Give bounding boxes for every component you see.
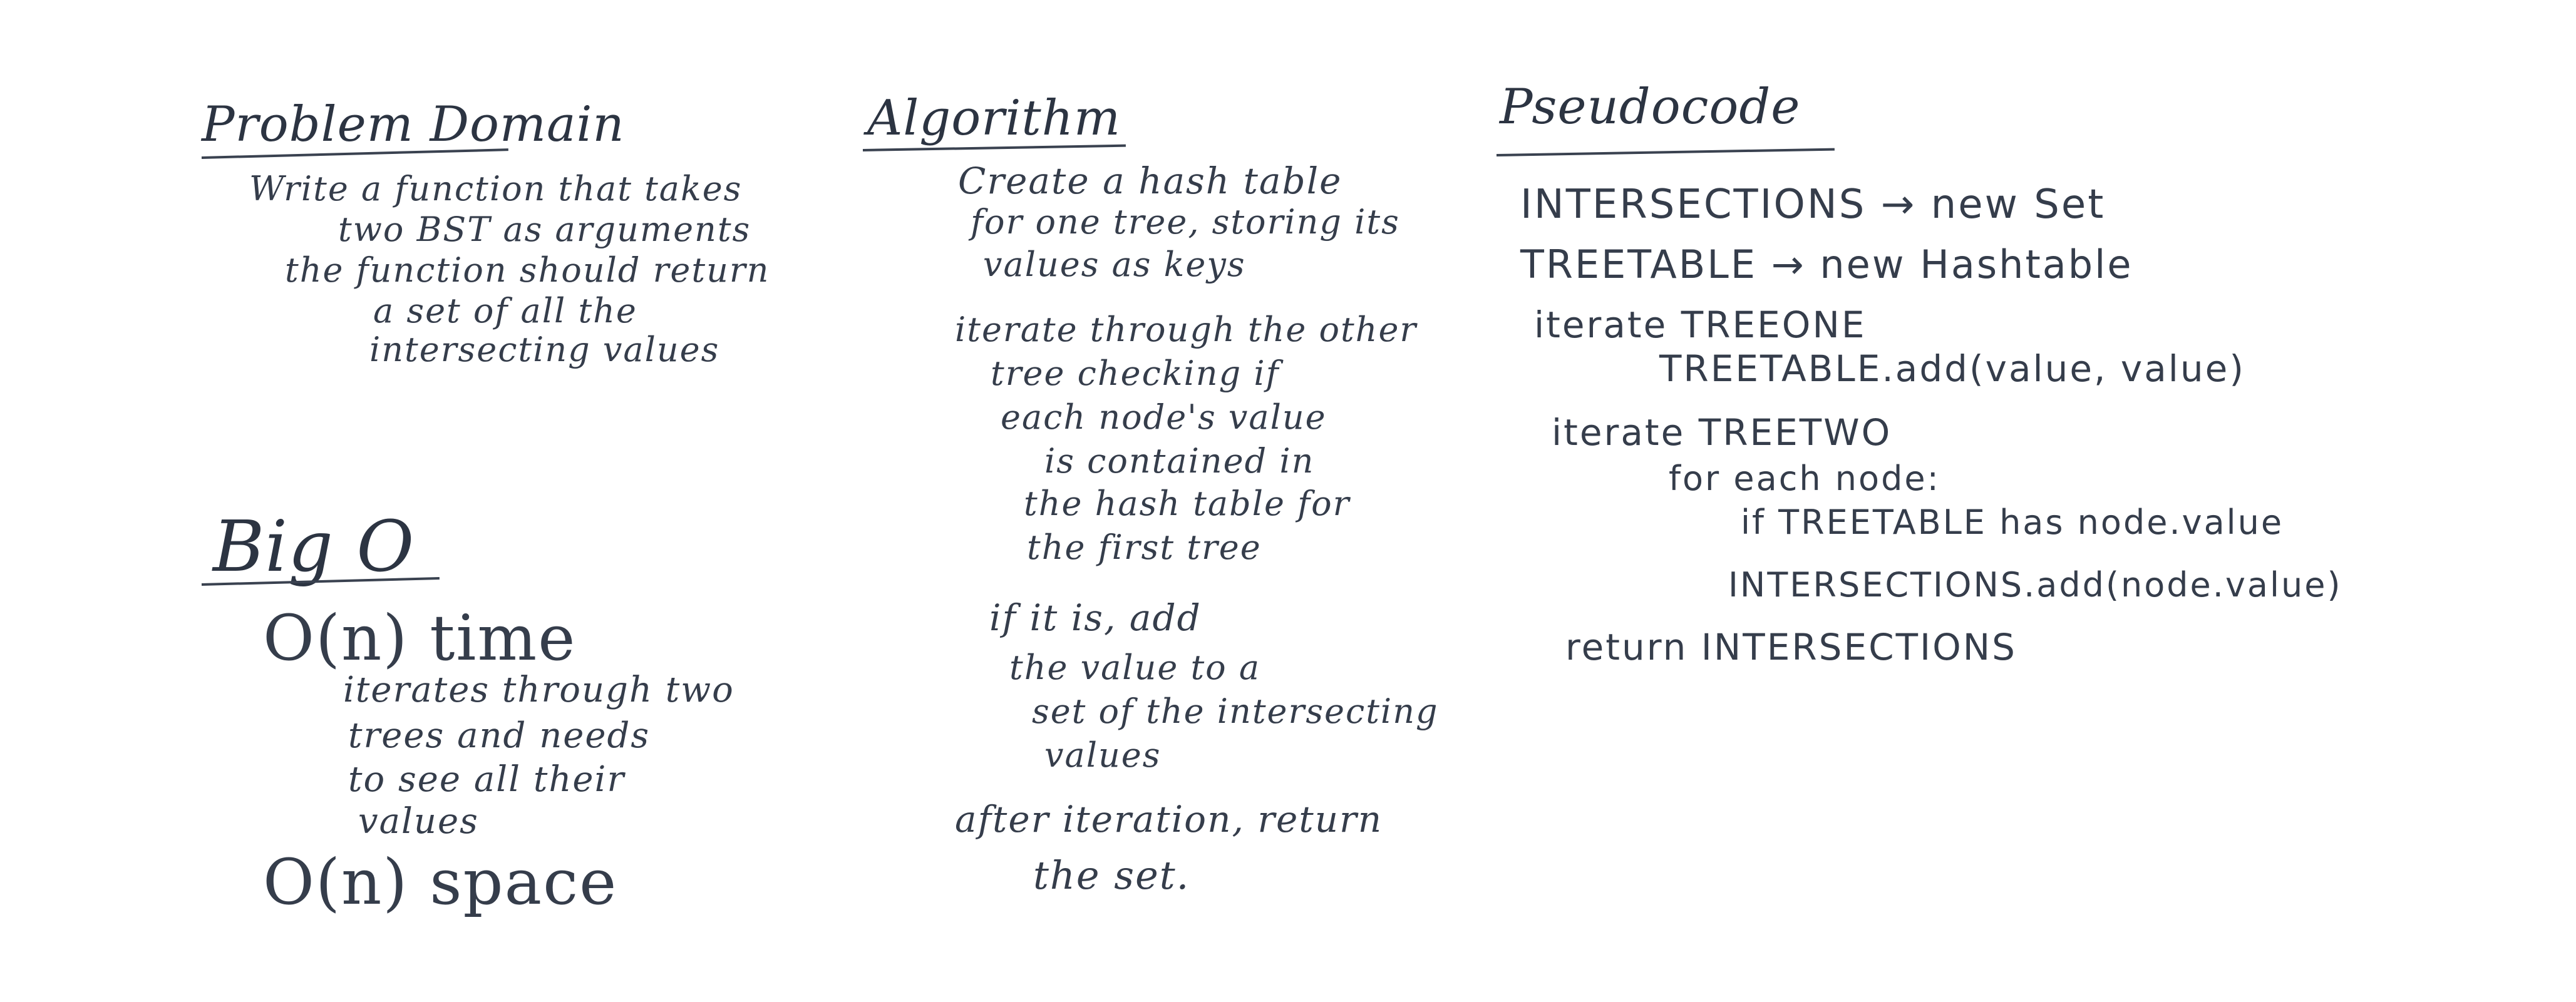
- pseudocode-underline: [1496, 148, 1835, 156]
- pseudocode-line: if TREETABLE has node.value: [1741, 503, 2284, 542]
- algorithm-line: each node's value: [1001, 397, 1327, 437]
- big-o-time-line: values: [358, 801, 479, 842]
- algorithm-line: tree checking if: [991, 354, 1280, 393]
- problem-domain-line: two BST as arguments: [338, 210, 751, 249]
- big-o-space: O(n) space: [263, 846, 618, 919]
- algorithm-line: for one tree, storing its: [971, 202, 1400, 242]
- algorithm-line: set of the intersecting: [1032, 692, 1439, 731]
- algorithm-line: values as keys: [983, 245, 1246, 284]
- algorithm-line: iterate through the other: [955, 310, 1418, 349]
- algorithm-heading: Algorithm: [867, 90, 1121, 146]
- pseudocode-line: INTERSECTIONS.add(node.value): [1728, 565, 2342, 605]
- big-o-time-line: trees and needs: [348, 715, 651, 756]
- pseudocode-line: iterate TREEONE: [1534, 304, 1867, 346]
- algorithm-line: after iteration, return: [955, 798, 1383, 841]
- pseudocode-line: return INTERSECTIONS: [1565, 626, 2017, 668]
- problem-domain-line: intersecting values: [369, 330, 720, 369]
- problem-domain-line: a set of all the: [373, 291, 637, 330]
- pseudocode-line: for each node:: [1669, 459, 1940, 498]
- big-o-time-line: to see all their: [348, 759, 626, 800]
- problem-domain-line: Write a function that takes: [249, 169, 743, 208]
- algorithm-line: the hash table for: [1024, 484, 1351, 523]
- algorithm-line: the set.: [1033, 852, 1190, 898]
- problem-domain-line: the function should return: [285, 250, 770, 290]
- big-o-heading: Big O: [213, 506, 415, 588]
- pseudocode-line: iterate TREETWO: [1552, 411, 1892, 454]
- pseudocode-line: TREETABLE → new Hashtable: [1520, 242, 2133, 287]
- algorithm-line: the first tree: [1027, 528, 1262, 567]
- algorithm-line: values: [1044, 735, 1162, 775]
- algorithm-line: Create a hash table: [958, 160, 1342, 202]
- pseudocode-line: TREETABLE.add(value, value): [1659, 347, 2245, 390]
- pseudocode-heading: Pseudocode: [1500, 79, 1801, 135]
- algorithm-line: if it is, add: [989, 596, 1202, 639]
- big-o-time: O(n) time: [263, 601, 577, 675]
- pseudocode-line: INTERSECTIONS → new Set: [1520, 181, 2106, 228]
- algorithm-line: the value to a: [1009, 648, 1261, 687]
- problem-domain-heading: Problem Domain: [202, 96, 625, 153]
- big-o-time-line: iterates through two: [343, 670, 734, 710]
- algorithm-line: is contained in: [1044, 441, 1315, 481]
